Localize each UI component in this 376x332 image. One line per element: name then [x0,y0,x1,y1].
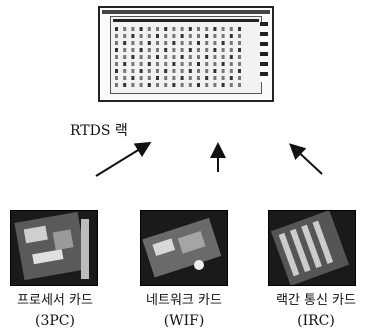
inter-rack-comm-card-name: 랙간 통신 카드 [275,293,357,308]
network-card-abbr: (WIF) [163,313,205,329]
inter-rack-comm-card-caption: 랙간 통신 카드 (IRC) [256,291,376,331]
network-card-caption: 네트워크 카드 (WIF) [128,291,240,331]
network-card-image [140,210,228,286]
rack-top-rail [102,10,270,14]
arrow-right [289,143,323,175]
processor-card-caption: 프로세서 카드 (3PC) [0,291,110,331]
inter-rack-comm-card-image [268,210,356,286]
rack-card-slots [110,16,262,94]
processor-card-name: 프로세서 카드 [17,293,93,308]
arrow-left [95,141,152,177]
rack-slots-graphic [113,19,259,87]
network-card-name: 네트워크 카드 [146,293,222,308]
inter-rack-comm-card-abbr: (IRC) [297,313,335,329]
processor-card-image [10,210,98,286]
rack-side-panel [260,22,268,82]
processor-card-abbr: (3PC) [35,313,75,329]
rack-label: RTDS 랙 [70,123,128,139]
rtds-rack-image [98,6,274,102]
